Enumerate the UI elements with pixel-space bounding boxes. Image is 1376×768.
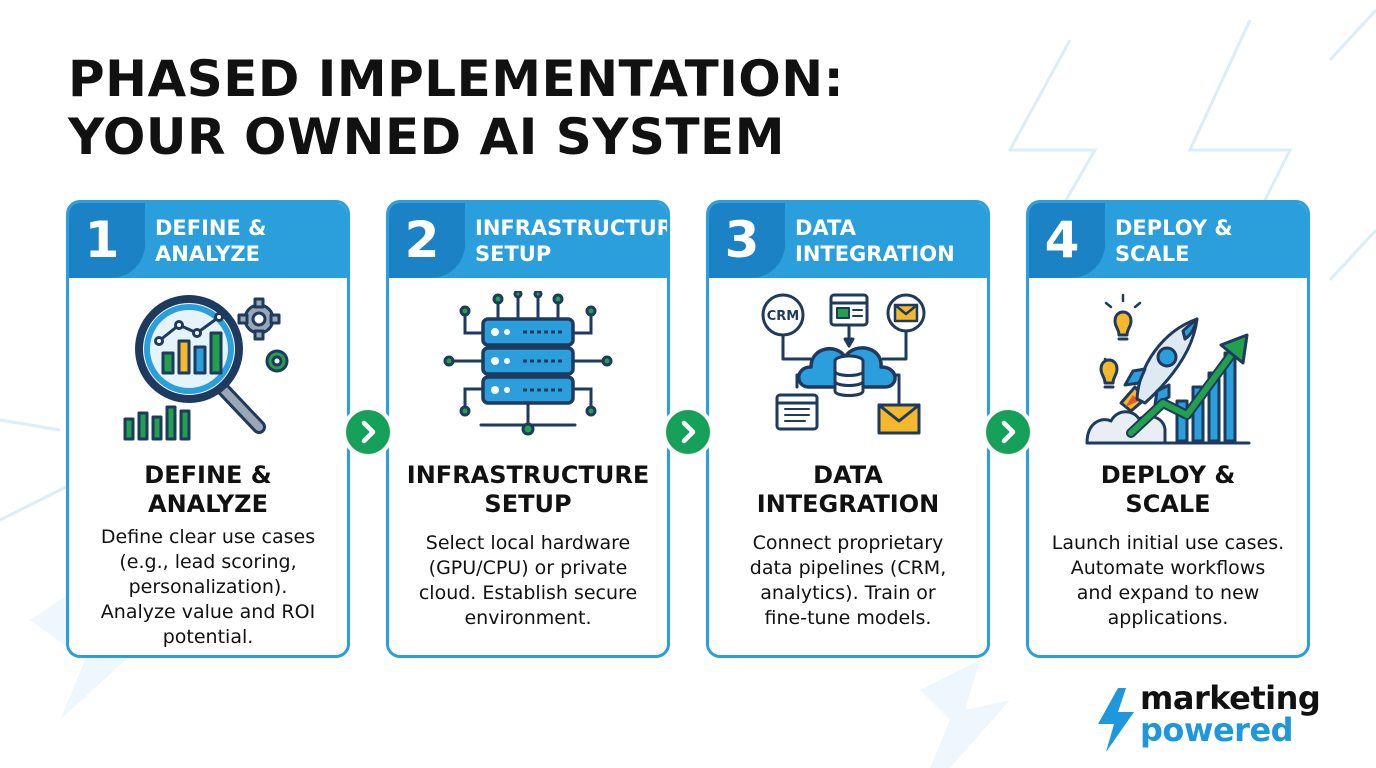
step-description-line: Launch initial use cases. — [1051, 532, 1285, 554]
rocket-growth-chart-icon — [1085, 293, 1251, 445]
brand-logo-text: marketing powered — [1140, 679, 1321, 749]
next-step-arrow — [342, 406, 394, 458]
step-description: Connect proprietary data pipelines (CRM,… — [717, 531, 979, 631]
step-description-line: and expand to new — [1076, 582, 1260, 604]
lightning-bolt-icon — [1098, 688, 1134, 752]
step-card-define-analyze: 1 DEFINE & ANALYZE — [66, 200, 350, 658]
step-description: Select local hardware (GPU/CPU) or priva… — [397, 531, 659, 631]
step-description: Launch initial use cases. Automate workf… — [1037, 531, 1299, 631]
page-title-line-2: YOUR OWNED AI SYSTEM — [68, 108, 785, 166]
step-header-line: SCALE — [1115, 242, 1190, 266]
step-description-line: data pipelines (CRM, — [749, 557, 947, 579]
step-title-line: DATA — [813, 461, 883, 489]
step-number-tab: 2 — [389, 203, 465, 278]
step-title-line: DEPLOY & — [1100, 461, 1236, 489]
step-description-line: environment. — [464, 607, 592, 629]
step-header-line: DEPLOY & — [1115, 216, 1233, 240]
step-description-line: Automate workflows — [1070, 557, 1266, 579]
step-description-line: (GPU/CPU) or private — [428, 557, 628, 579]
next-step-arrow — [982, 406, 1034, 458]
magnifier-chart-gears-icon — [123, 295, 289, 441]
step-number: 4 — [1044, 211, 1080, 269]
step-number: 1 — [84, 211, 120, 269]
page-title-line-1: PHASED IMPLEMENTATION: — [68, 50, 845, 108]
step-description-line: potential. — [162, 626, 254, 648]
step-title-line: ANALYZE — [148, 490, 268, 518]
step-header-title: INFRASTRUCTURE SETUP — [475, 215, 667, 267]
next-step-arrow — [662, 406, 714, 458]
step-number-tab: 4 — [1029, 203, 1105, 278]
step-description-line: cloud. Establish secure — [418, 582, 638, 604]
step-description-line: Analyze value and ROI — [100, 601, 316, 623]
step-card-infrastructure-setup: 2 INFRASTRUCTURE SETUP — [386, 200, 670, 658]
step-title-line: DEFINE & — [144, 461, 272, 489]
chevron-right-icon — [1001, 420, 1016, 444]
step-header-title: DEFINE & ANALYZE — [155, 215, 347, 267]
step-header-line: INTEGRATION — [795, 242, 955, 266]
step-header-line: ANALYZE — [155, 242, 260, 266]
crm-label: CRM — [767, 309, 800, 324]
brand-logo: marketing powered — [1094, 682, 1334, 754]
step-description-line: Define clear use cases — [100, 526, 316, 548]
step-card-header: 4 DEPLOY & SCALE — [1029, 203, 1307, 278]
server-rack-icon — [443, 291, 613, 436]
step-description-line: (e.g., lead scoring, — [119, 551, 297, 573]
step-title: DATA INTEGRATION — [713, 461, 983, 519]
step-title: INFRASTRUCTURE SETUP — [393, 461, 663, 519]
step-header-line: DEFINE & — [155, 216, 267, 240]
step-title-line: INTEGRATION — [756, 490, 940, 518]
step-description-line: applications. — [1107, 607, 1229, 629]
chevron-right-icon — [361, 420, 376, 444]
step-number-tab: 1 — [69, 203, 145, 278]
step-card-deploy-scale: 4 DEPLOY & SCALE — [1026, 200, 1310, 658]
step-number: 3 — [724, 211, 760, 269]
step-title-line: INFRASTRUCTURE — [406, 461, 650, 489]
page-title: PHASED IMPLEMENTATION: YOUR OWNED AI SYS… — [68, 50, 844, 166]
step-title: DEPLOY & SCALE — [1033, 461, 1303, 519]
step-header-title: DEPLOY & SCALE — [1115, 215, 1307, 267]
brand-logo-line-2: powered — [1140, 711, 1294, 749]
step-card-header: 2 INFRASTRUCTURE SETUP — [389, 203, 667, 278]
brand-logo-line-1: marketing — [1140, 679, 1321, 717]
step-description-line: fine-tune models. — [764, 607, 932, 629]
chevron-right-icon — [681, 420, 696, 444]
step-header-title: DATA INTEGRATION — [795, 215, 987, 267]
step-header-line: INFRASTRUCTURE — [475, 216, 670, 240]
step-header-line: SETUP — [475, 242, 552, 266]
step-card-header: 1 DEFINE & ANALYZE — [69, 203, 347, 278]
step-card-header: 3 DATA INTEGRATION — [709, 203, 987, 278]
step-description: Define clear use cases (e.g., lead scori… — [77, 525, 339, 650]
cloud-database-integration-icon: CRM — [761, 293, 926, 435]
step-description-line: Connect proprietary — [752, 532, 944, 554]
step-header-line: DATA — [795, 216, 857, 240]
step-number: 2 — [404, 211, 440, 269]
step-title: DEFINE & ANALYZE — [73, 461, 343, 519]
step-title-line: SETUP — [484, 490, 572, 518]
step-title-line: SCALE — [1125, 490, 1211, 518]
step-description-line: personalization). — [128, 576, 288, 598]
step-number-tab: 3 — [709, 203, 785, 278]
step-description-line: Select local hardware — [425, 532, 631, 554]
step-description-line: analytics). Train or — [760, 582, 936, 604]
step-card-data-integration: 3 DATA INTEGRATION — [706, 200, 990, 658]
